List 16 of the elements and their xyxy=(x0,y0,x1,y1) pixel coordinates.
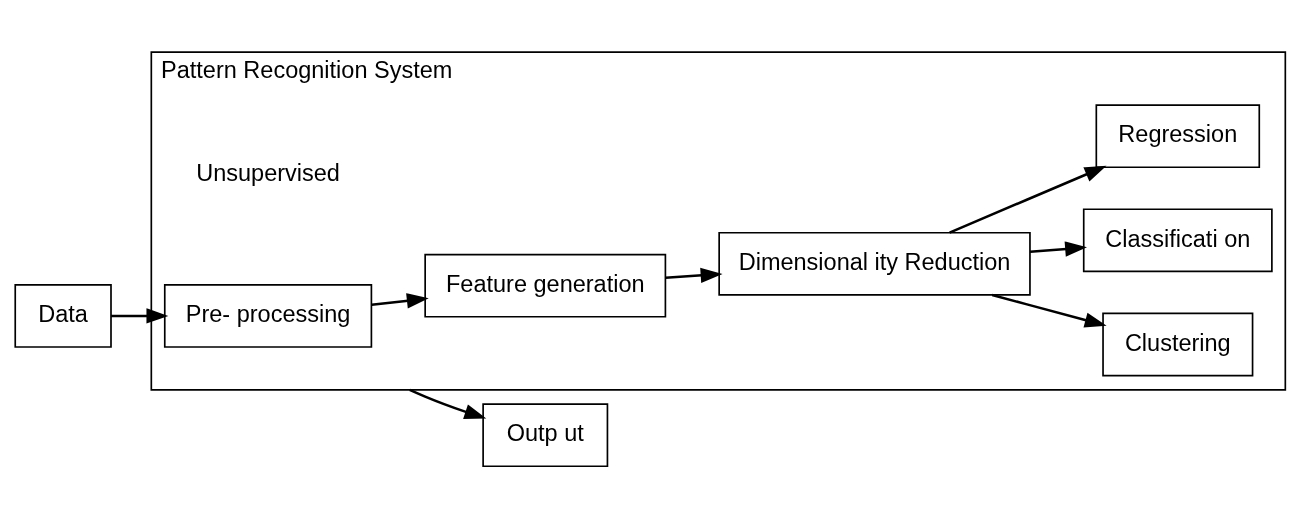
arrow xyxy=(949,165,1107,234)
node-box: Outp ut xyxy=(482,403,609,468)
node-box: Regression xyxy=(1095,104,1261,169)
node-box: Dimensional ity Reduction xyxy=(718,231,1031,296)
node-box: Clustering xyxy=(1102,312,1254,377)
arrow xyxy=(991,293,1107,328)
arrow xyxy=(111,308,169,324)
label: Unsupervised xyxy=(196,160,340,187)
arrow xyxy=(371,293,429,309)
node-box: Data xyxy=(14,284,112,348)
node-box: Feature generation xyxy=(424,253,667,318)
node-box: Pre- processing xyxy=(163,284,373,348)
arrow xyxy=(1030,241,1087,257)
arrow xyxy=(409,388,487,419)
node-box: Classificati on xyxy=(1082,208,1273,273)
arrow xyxy=(665,267,723,283)
